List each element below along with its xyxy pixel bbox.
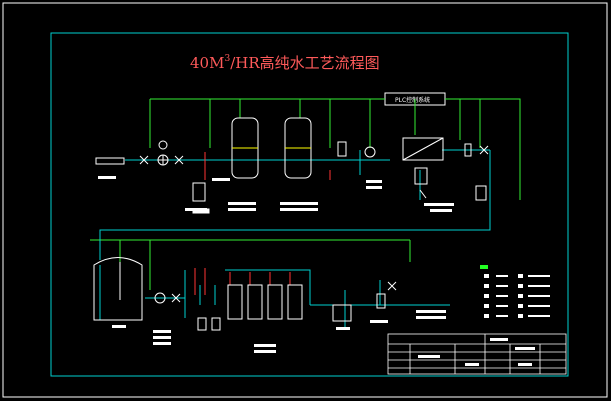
pump-icon <box>157 140 169 166</box>
plc-signal-lines <box>90 98 521 290</box>
legend-marker <box>480 265 488 269</box>
cartridge-filter <box>337 141 347 157</box>
upper-equipment-labels <box>185 178 454 212</box>
ro-drain-assembly <box>414 167 428 199</box>
polishing-filter <box>332 281 397 322</box>
title-suffix: /HR高纯水工艺流程图 <box>230 54 379 72</box>
mixed-bed-units <box>227 284 303 320</box>
title-block <box>387 333 567 375</box>
high-pressure-pump-icon <box>364 146 376 158</box>
filter-vessel-1 <box>231 117 259 179</box>
storage-tank <box>93 257 143 321</box>
raw-water-inlet <box>95 157 125 165</box>
inlet-label <box>98 176 116 179</box>
drawing-title: 40M3/HR高纯水工艺流程图 <box>190 54 380 72</box>
valve-icon <box>139 155 184 165</box>
control-lines <box>194 152 331 295</box>
plc-label: PLC控制系统 <box>395 96 430 104</box>
filter-vessel-2 <box>284 117 312 179</box>
title-block-text <box>418 338 535 366</box>
title-prefix: 40M <box>190 54 224 72</box>
intermediate-tank <box>475 185 487 201</box>
regeneration-tanks <box>197 317 221 331</box>
drawing-border <box>50 32 569 377</box>
symbol-legend <box>480 265 550 318</box>
lower-equipment-labels <box>112 310 446 353</box>
ro-membrane <box>402 137 444 161</box>
title-superscript: 3 <box>224 54 230 64</box>
outer-sheet-frame <box>2 2 608 398</box>
uv-sterilizer <box>464 143 489 157</box>
lower-pump-icon <box>154 292 181 304</box>
